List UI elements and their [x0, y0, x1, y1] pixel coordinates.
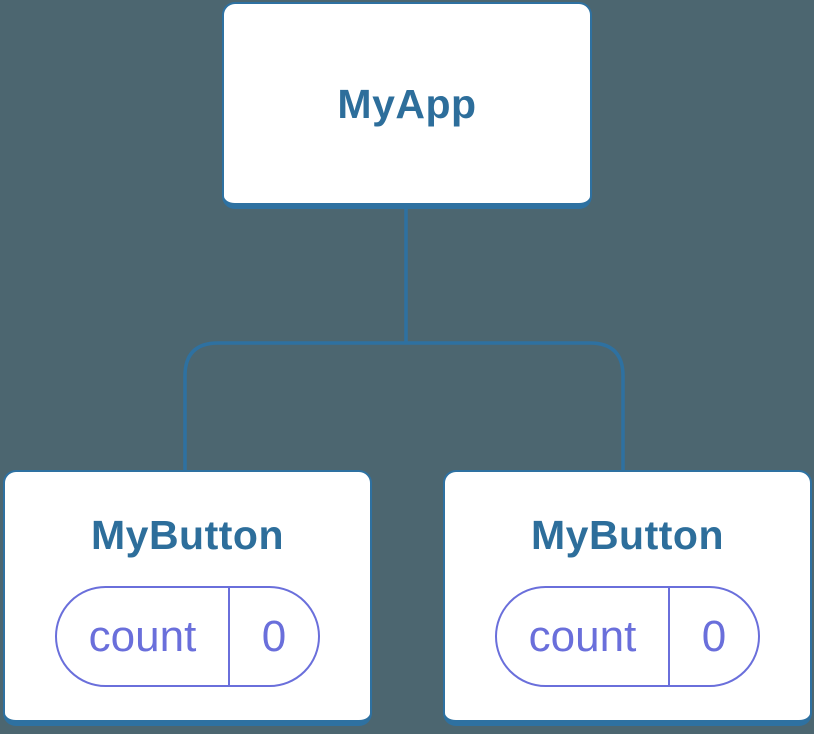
- node-mybutton-left: MyButton count 0: [3, 470, 372, 726]
- state-value: 0: [261, 611, 287, 661]
- state-key: count: [57, 588, 230, 685]
- state-pill: count 0: [55, 586, 320, 687]
- state-value: 0: [701, 611, 727, 661]
- node-title: MyButton: [530, 512, 724, 558]
- children-bracket-line: [183, 341, 625, 472]
- state-pill: count 0: [495, 586, 760, 687]
- node-title: MyApp: [337, 80, 477, 127]
- node-title: MyButton: [90, 512, 284, 558]
- node-mybutton-right: MyButton count 0: [443, 470, 812, 726]
- state-key: count: [497, 588, 670, 685]
- node-myapp: MyApp: [222, 2, 592, 209]
